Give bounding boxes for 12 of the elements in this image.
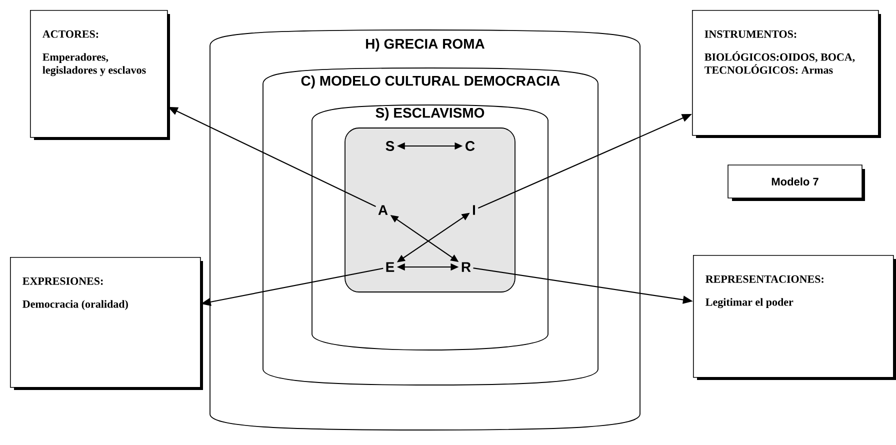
letter-label: A <box>378 205 388 215</box>
letter-label: I <box>473 205 475 215</box>
text-box: Modelo 7 <box>728 164 865 201</box>
text-box: INSTRUMENTOS: BIOLÓGICOS:OIDOS, BOCA, TECNOLÓGICOS: Armas <box>692 10 881 138</box>
letter-label: C <box>466 141 475 151</box>
letter-label: R <box>462 262 471 272</box>
text-box: EXPRESIONES: Democracia (oralidad) <box>10 257 203 390</box>
inner-box <box>344 128 516 292</box>
text-box: REPRESENTACIONES: Legitimar el poder <box>693 255 896 380</box>
letter-label: S <box>386 141 394 151</box>
text-box: ACTORES: Emperadores, legisladores y esclavos <box>30 10 170 140</box>
letter-label: E <box>386 262 394 272</box>
